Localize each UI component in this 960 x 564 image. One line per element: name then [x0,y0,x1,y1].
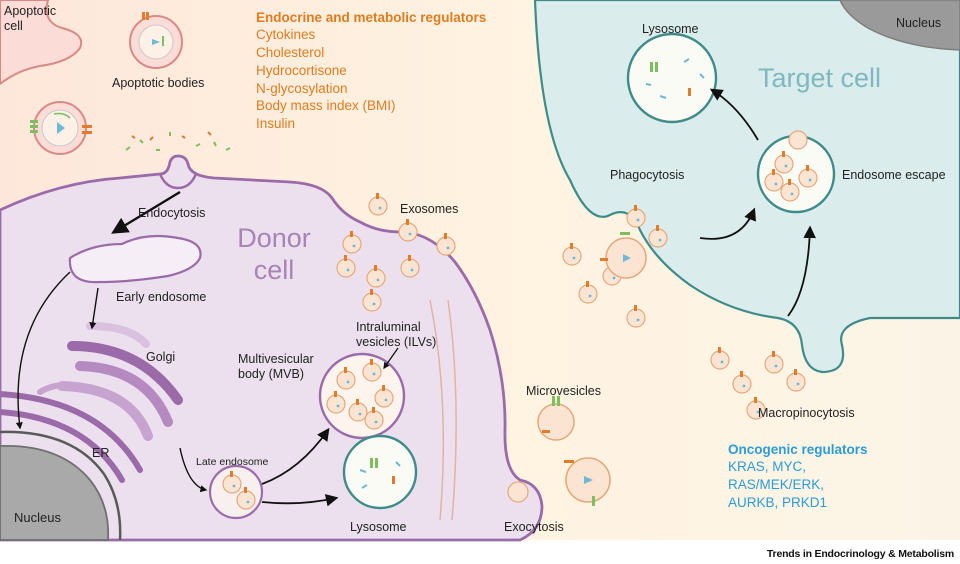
secreted-particles [125,132,231,151]
oncogenic-item: AURKB, PRKD1 [728,494,828,510]
endocrine-item: Cholesterol [256,45,325,60]
ilvs-label: Intraluminal vesicles (ILVs) [356,320,437,349]
microvesicle [537,396,575,441]
arrow-phagocytosis [699,207,756,240]
oncogenic-item: KRAS, MYC, [728,459,807,475]
oncogenic-regulators-title: Oncogenic regulators [728,442,868,457]
apoptotic-bodies-label: Apoptotic bodies [112,76,205,90]
phagocytosis-label: Phagocytosis [610,168,685,182]
er-label: ER [92,446,110,460]
donor-cell-label: Donor cell [237,223,311,286]
golgi-label: Golgi [146,350,176,364]
endocrine-item: Cytokines [256,27,316,43]
apoptotic-cell-shape [0,0,83,86]
arrow-to-golgi [89,287,99,330]
donor-lysosome-label: Lysosome [350,520,407,534]
early-endosome-label: Early endosome [116,290,207,304]
exocytosis-vesicle [507,481,529,503]
nuclear-envelope-line [0,430,122,541]
er-strand [0,391,143,473]
donor-lysosome-shape [342,434,418,510]
endocrine-item: N-glycosylation [256,80,348,96]
endosome-escape-label: Endosome escape [842,168,946,182]
journal-credit: Trends in Endocrinology & Metabolism [766,548,954,560]
apoptotic-body [30,101,92,155]
exocytosis-label: Exocytosis [504,520,564,534]
cytoskeleton-fiber [429,299,445,521]
endocrine-item: Hydrocortisone [256,62,347,78]
target-nucleus-label: Nucleus [896,16,942,30]
cytoskeleton-fiber [447,299,457,521]
oncogenic-regulators-panel: Oncogenic regulators KRAS, MYC, RAS/MEK/… [728,442,868,512]
golgi-cisterna [86,322,150,348]
target-cell-label: Target cell [758,63,882,93]
donor-nucleus-label: Nucleus [14,510,61,525]
microvesicles-label: Microvesicles [526,384,602,398]
late-endosome-label: Late endosome [196,456,269,468]
microvesicle [564,457,611,506]
secreted-particles [131,131,212,141]
endocrine-regulators-panel: Endocrine and metabolic regulators Cytok… [256,10,486,133]
arrow-to-mvb [261,427,330,485]
mvb-label: Multivesicular body (MVB) [238,352,314,381]
footer-band [0,540,960,564]
target-nucleus-shape [839,0,960,51]
target-lysosome-shape [626,32,718,124]
macropinocytosis-label: Macropinocytosis [758,406,855,420]
arrow-to-target-lysosome [709,88,759,141]
endocrine-item: Body mass index (BMI) [256,98,396,114]
endocytosis-pit [158,173,198,190]
oncogenic-item: RAS/MEK/ERK, [728,477,825,492]
donor-nucleus-shape [0,445,110,541]
arrow-to-er [15,271,71,430]
target-lysosome-label: Lysosome [642,22,699,36]
arrow-macropinocytosis [787,225,816,317]
golgi-cisterna [75,361,173,427]
arrow-endocytosis [111,190,181,234]
endocytosis-label: Endocytosis [138,206,206,220]
target-large-vesicle [600,232,647,279]
arrow-to-late-endosome [179,447,208,493]
arrow-to-lysosome [261,494,339,507]
endocrine-item: Insulin [256,116,296,132]
arrow-ilv-pointer [383,347,399,370]
golgi-cisterna [57,381,153,441]
endocrine-regulators-title: Endocrine and metabolic regulators [256,10,487,25]
early-endosome-shape [68,234,202,284]
apoptotic-cell-label: Apoptotic cell [4,4,57,33]
apoptotic-body [129,12,183,69]
exosomes-label: Exosomes [400,202,459,216]
golgi-cisterna [67,341,183,405]
